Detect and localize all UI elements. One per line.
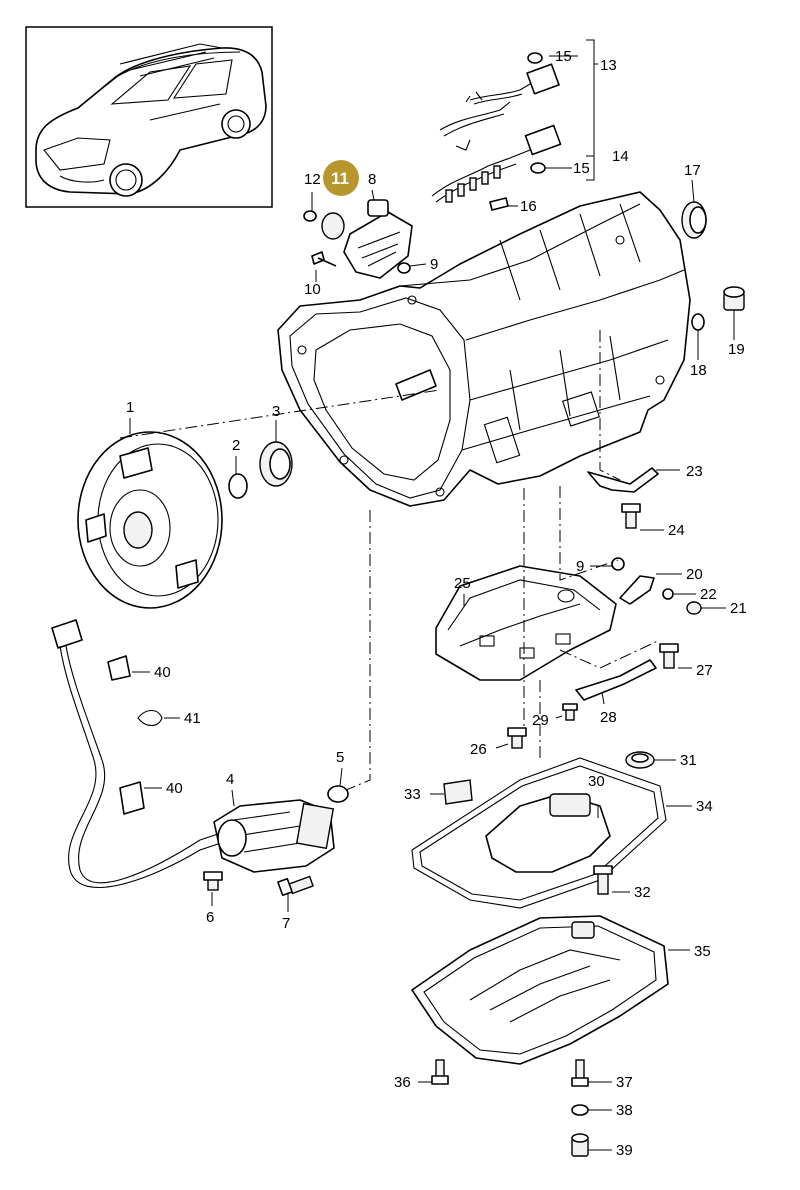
callout-9b[interactable]: 9 xyxy=(576,558,584,575)
gasket-34[interactable] xyxy=(411,757,667,909)
seal-31[interactable] xyxy=(625,751,655,769)
bolt-26[interactable] xyxy=(507,727,527,749)
callout-10[interactable]: 10 xyxy=(304,281,321,298)
seal-22[interactable] xyxy=(662,588,674,600)
callout-23[interactable]: 23 xyxy=(686,463,703,480)
washer-12[interactable] xyxy=(303,210,317,222)
nut-21[interactable] xyxy=(686,601,702,615)
washer-38[interactable] xyxy=(571,1104,589,1116)
callout-13[interactable]: 13 xyxy=(600,57,617,74)
bracket-23[interactable] xyxy=(587,467,659,493)
callout-41[interactable]: 41 xyxy=(184,710,201,727)
o-ring-15-lower[interactable] xyxy=(530,162,546,174)
bolt-7[interactable] xyxy=(277,875,314,897)
callout-35[interactable]: 35 xyxy=(694,943,711,960)
callout-3[interactable]: 3 xyxy=(272,403,280,420)
clip-40-upper[interactable] xyxy=(107,655,131,681)
shift-actuator[interactable] xyxy=(213,799,335,873)
lever-20[interactable] xyxy=(619,575,655,605)
clip-41[interactable] xyxy=(137,709,163,727)
callout-34[interactable]: 34 xyxy=(696,798,713,815)
callout-37[interactable]: 37 xyxy=(616,1074,633,1091)
callout-4[interactable]: 4 xyxy=(226,771,234,788)
torque-converter[interactable] xyxy=(77,431,223,609)
plug-19[interactable] xyxy=(723,286,745,311)
callout-12[interactable]: 12 xyxy=(304,171,321,188)
callout-15a[interactable]: 15 xyxy=(555,48,572,65)
callout-17[interactable]: 17 xyxy=(684,162,701,179)
o-ring-15-upper[interactable] xyxy=(527,52,543,64)
callout-14[interactable]: 14 xyxy=(612,148,629,165)
seal-3[interactable] xyxy=(259,441,293,487)
callout-29[interactable]: 29 xyxy=(532,712,549,729)
wiring-harness[interactable] xyxy=(431,63,562,211)
callout-labels: 15 13 15 14 16 12 11 8 9 10 17 18 19 1 2… xyxy=(126,48,747,1159)
callout-7[interactable]: 7 xyxy=(282,915,290,932)
bolt-32[interactable] xyxy=(593,865,613,895)
callout-25[interactable]: 25 xyxy=(454,575,471,592)
seal-9-upper[interactable] xyxy=(397,262,411,274)
seal-5[interactable] xyxy=(327,785,349,803)
bolt-6[interactable] xyxy=(203,871,223,891)
bolt-10[interactable] xyxy=(311,251,337,267)
callout-36[interactable]: 36 xyxy=(394,1074,411,1091)
bolt-36[interactable] xyxy=(431,1059,449,1085)
callout-31[interactable]: 31 xyxy=(680,752,697,769)
callout-24[interactable]: 24 xyxy=(668,522,685,539)
bolt-37[interactable] xyxy=(571,1059,589,1087)
callout-32[interactable]: 32 xyxy=(634,884,651,901)
callout-27[interactable]: 27 xyxy=(696,662,713,679)
callout-33[interactable]: 33 xyxy=(404,786,421,803)
callout-5[interactable]: 5 xyxy=(336,749,344,766)
shift-harness[interactable] xyxy=(51,619,231,889)
callout-2[interactable]: 2 xyxy=(232,437,240,454)
vehicle-thumbnail[interactable] xyxy=(25,26,273,208)
o-ring-2[interactable] xyxy=(228,473,248,499)
plug-39[interactable] xyxy=(571,1133,589,1157)
callout-15b[interactable]: 15 xyxy=(573,160,590,177)
callout-20[interactable]: 20 xyxy=(686,566,703,583)
callout-1[interactable]: 1 xyxy=(126,399,134,416)
callout-30[interactable]: 30 xyxy=(588,773,605,790)
selector-switch[interactable] xyxy=(343,199,413,279)
seal-9-lower[interactable] xyxy=(611,557,625,571)
callout-26[interactable]: 26 xyxy=(470,741,487,758)
highlight-marker[interactable] xyxy=(323,160,359,196)
callout-40a[interactable]: 40 xyxy=(154,664,171,681)
bolt-27[interactable] xyxy=(659,643,679,669)
transmission-housing[interactable] xyxy=(277,191,691,507)
seal-11[interactable] xyxy=(321,212,345,240)
callout-9a[interactable]: 9 xyxy=(430,256,438,273)
callout-16[interactable]: 16 xyxy=(520,198,537,215)
clip-40-lower[interactable] xyxy=(119,781,145,815)
bolt-24[interactable] xyxy=(621,503,641,529)
callout-6[interactable]: 6 xyxy=(206,909,214,926)
seal-17[interactable] xyxy=(681,201,707,239)
callout-21[interactable]: 21 xyxy=(730,600,747,617)
callout-19[interactable]: 19 xyxy=(728,341,745,358)
bolt-29[interactable] xyxy=(562,703,578,721)
callout-18[interactable]: 18 xyxy=(690,362,707,379)
callout-39[interactable]: 39 xyxy=(616,1142,633,1159)
callout-40b[interactable]: 40 xyxy=(166,780,183,797)
callout-8[interactable]: 8 xyxy=(368,171,376,188)
oil-pan[interactable] xyxy=(411,915,669,1065)
oil-filter[interactable] xyxy=(485,793,611,873)
callout-28[interactable]: 28 xyxy=(600,709,617,726)
callout-22[interactable]: 22 xyxy=(700,586,717,603)
cap-33[interactable] xyxy=(443,779,473,805)
sensor-28[interactable] xyxy=(575,659,657,701)
callout-38[interactable]: 38 xyxy=(616,1102,633,1119)
valve-body[interactable] xyxy=(435,565,617,681)
washer-18[interactable] xyxy=(691,313,705,331)
callout-11[interactable]: 11 xyxy=(331,169,349,188)
